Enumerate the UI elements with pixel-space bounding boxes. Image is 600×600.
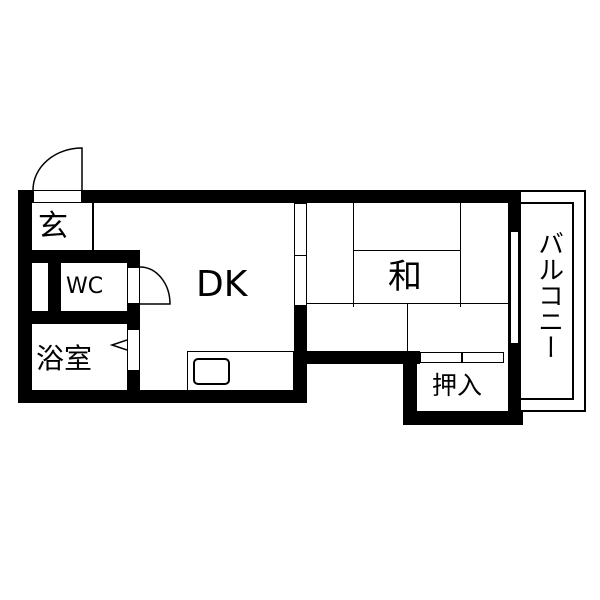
room-label-oshiire: 押入 [432, 371, 483, 400]
room-label-dk: DK [196, 264, 248, 305]
entrance-door-icon [32, 147, 83, 191]
room-label-balcony: バルコニー [533, 230, 564, 360]
oshiire-sliding-door [462, 352, 504, 363]
bath-door-frame [127, 329, 140, 371]
wall-genkan-bottom [18, 250, 140, 263]
wall-top [82, 190, 520, 203]
sliding-door-dk-washitsu [294, 203, 307, 306]
tatami-line [353, 250, 460, 251]
sliding-door-divider [294, 255, 307, 256]
wc-door-icon [139, 266, 171, 305]
wall-wc-left [48, 263, 61, 311]
entrance-threshold [33, 190, 82, 203]
wc-door-frame [127, 267, 140, 304]
room-label-bath: 浴室 [36, 342, 93, 375]
bath-door-icon [109, 339, 128, 351]
wall-oshiire-bottom [403, 411, 523, 425]
wc-inner-line [61, 263, 63, 311]
wall-bottom-left [18, 390, 307, 403]
room-label-wc: WC [66, 274, 104, 299]
wall-washitsu-bottom [307, 351, 420, 364]
kitchen-sink [193, 358, 230, 385]
room-label-genkan: 玄 [38, 209, 68, 244]
balcony-inner [521, 202, 574, 400]
room-label-washitsu: 和 [388, 257, 422, 297]
tatami-line [407, 303, 408, 351]
wall-dk-right-lower [294, 306, 307, 403]
oshiire-sliding-door [420, 352, 462, 363]
balcony-window [510, 231, 519, 344]
wall-left [18, 190, 32, 403]
wall-oshiire-left [403, 351, 417, 425]
genkan-right-line [92, 203, 94, 250]
wall-wc-bottom [18, 311, 140, 324]
tatami-line [353, 203, 354, 307]
tatami-line [460, 203, 461, 307]
